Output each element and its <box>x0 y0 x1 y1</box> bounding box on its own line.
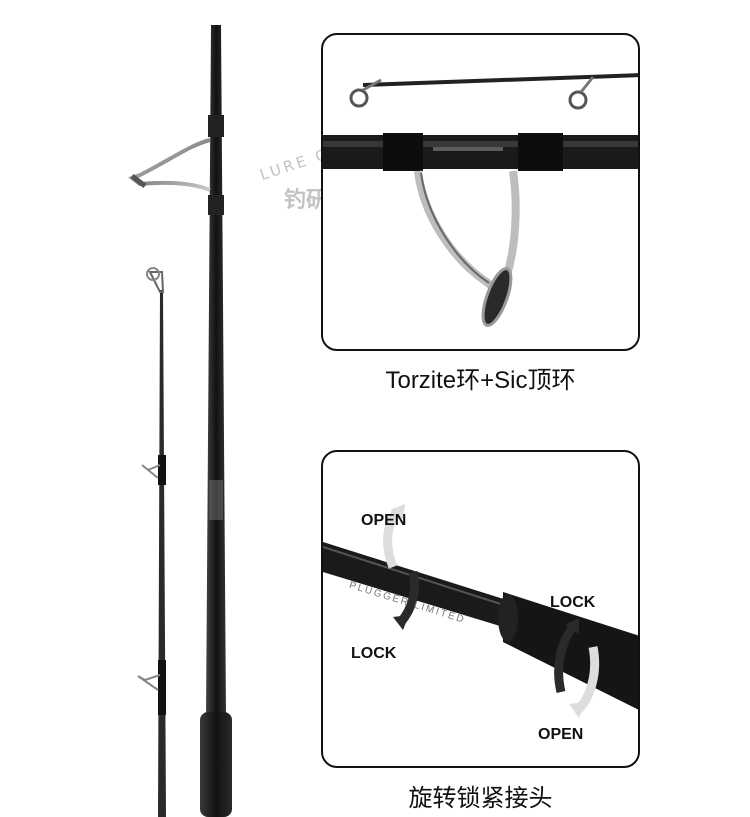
rod-illustration <box>127 25 232 817</box>
small-guide-left-icon <box>349 78 382 108</box>
guides-closeup-panel <box>321 33 640 351</box>
tip-guide-1-icon <box>141 455 166 485</box>
large-guide-icon <box>127 115 224 215</box>
joint-closeup-illustration <box>323 504 638 718</box>
joint-closeup-panel: OPEN LOCK LOCK OPEN PLUGGER LIMITED <box>321 450 640 768</box>
open-label-bottom: OPEN <box>538 726 584 743</box>
rotate-arrows-right-icon <box>554 618 600 718</box>
guides-closeup-illustration <box>323 73 638 327</box>
lock-label-right: LOCK <box>550 594 596 611</box>
guides-caption: Torzite环+Sic顶环 <box>385 367 576 394</box>
tip-guide-2-icon <box>137 660 166 715</box>
rod-grip <box>200 712 232 817</box>
open-label-top: OPEN <box>361 512 407 529</box>
small-guide-right-icon <box>568 76 595 110</box>
joint-caption: 旋转锁紧接头 <box>408 785 553 812</box>
lock-label-left: LOCK <box>351 645 397 662</box>
torzite-guide-icon <box>414 170 520 327</box>
rotate-arrows-left-icon <box>383 504 420 630</box>
rod-tip-section <box>146 267 166 817</box>
